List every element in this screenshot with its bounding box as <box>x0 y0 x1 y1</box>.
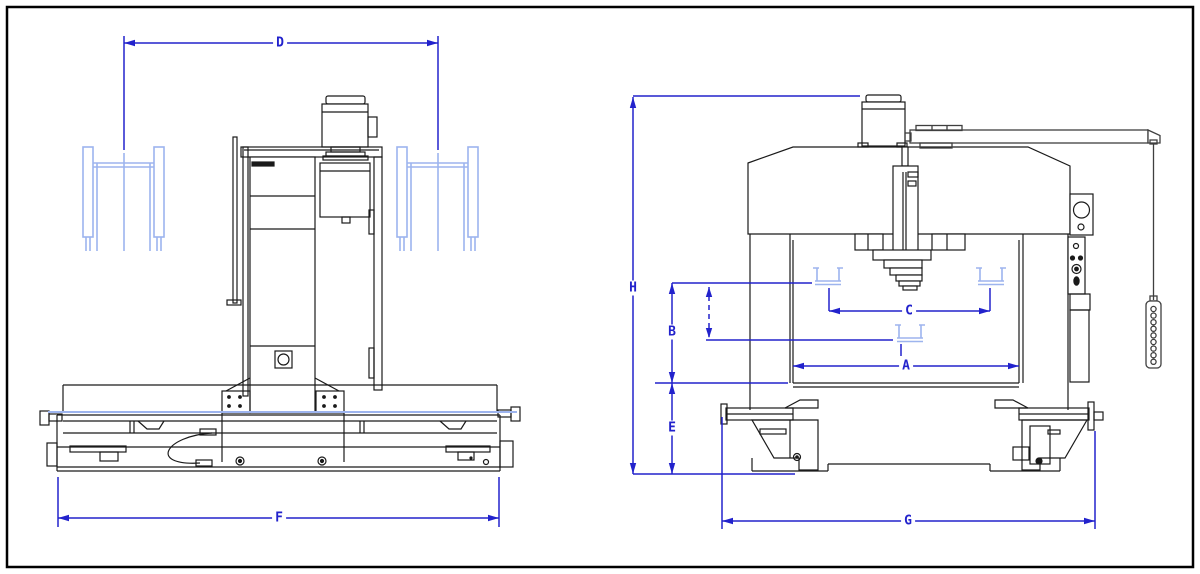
motor-front <box>857 94 908 148</box>
dim-label-e: E <box>665 420 679 436</box>
control-panel <box>1067 193 1094 383</box>
pendant-control <box>1145 295 1162 369</box>
bolster <box>720 382 1104 431</box>
dim-C <box>828 288 991 356</box>
side-view <box>39 36 521 527</box>
press-side-body <box>39 95 521 472</box>
front-view <box>629 94 1162 529</box>
hose <box>167 432 213 464</box>
bracket-right <box>1012 419 1089 471</box>
motor-side <box>321 95 378 161</box>
swing-arm <box>904 124 1161 300</box>
dim-label-h: H <box>626 280 640 296</box>
button-knob <box>1071 263 1082 275</box>
dim-D <box>123 36 439 150</box>
table-side <box>39 384 521 472</box>
v-blocks <box>813 267 1006 343</box>
dim-label-f: F <box>272 510 286 526</box>
column-side <box>249 156 316 414</box>
base <box>751 458 1061 472</box>
pump-box <box>319 162 371 224</box>
sheet-border <box>5 5 1195 569</box>
bracket-left <box>750 419 819 471</box>
dim-label-c: C <box>902 303 916 319</box>
dim-label-d: D <box>273 35 287 51</box>
dim-label-b: B <box>665 324 679 340</box>
dim-label-a: A <box>899 358 913 374</box>
coil-right <box>396 146 479 251</box>
gauge-dial <box>1072 201 1091 219</box>
dim-stroke-dashed <box>705 287 893 341</box>
press-front-body <box>720 94 1104 472</box>
coil-left <box>82 146 165 251</box>
columns <box>749 234 1069 410</box>
ram-tooling <box>854 233 966 291</box>
dim-label-g: G <box>901 513 915 529</box>
